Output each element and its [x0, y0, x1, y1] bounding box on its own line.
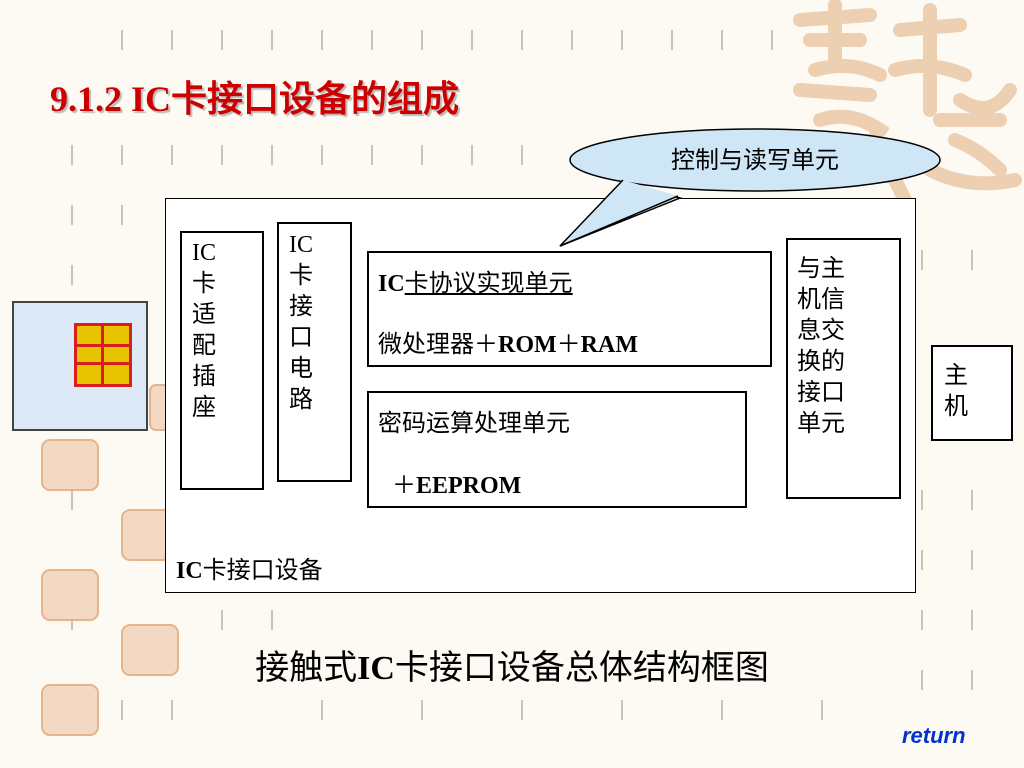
protocol-unit-box [367, 251, 772, 367]
return-link[interactable]: return [902, 723, 966, 748]
callout-bubble [559, 128, 941, 247]
card-slot-box [180, 231, 264, 490]
protocol-unit-label: 卡协议实现单元 [404, 269, 573, 297]
ic-card-icon [12, 301, 148, 431]
background-dash-marks [71, 30, 973, 720]
callout-label: 控制与读写单元 [671, 146, 839, 174]
host-interface-label: 与主 机信 息交 换的 接口 单元 [797, 254, 845, 437]
host-interface-box [786, 238, 901, 499]
host-box [931, 345, 1013, 441]
device-label: IC卡接口设备 [176, 556, 323, 584]
crypto-unit-label: 密码运算处理单元 [378, 409, 570, 437]
slide-title: 9.1.2 IC卡接口设备的组成 [50, 79, 460, 119]
chip-icon [74, 323, 132, 387]
interface-circuit-box [277, 222, 352, 482]
host-label: 主 机 [944, 361, 968, 420]
diagram-caption: 接触式IC卡接口设备总体结构框图 [255, 648, 769, 688]
crypto-unit-box [367, 391, 747, 508]
protocol-unit-title: IC卡协议实现单元 [378, 269, 573, 297]
card-slot-label: IC 卡 适 配 插 座 [192, 240, 216, 421]
interface-circuit-label: IC 卡 接 口 电 路 [289, 232, 313, 413]
protocol-unit-detail: 微处理器＋ROM＋RAM [378, 330, 638, 358]
crypto-unit-detail: ＋EEPROM [392, 471, 522, 499]
